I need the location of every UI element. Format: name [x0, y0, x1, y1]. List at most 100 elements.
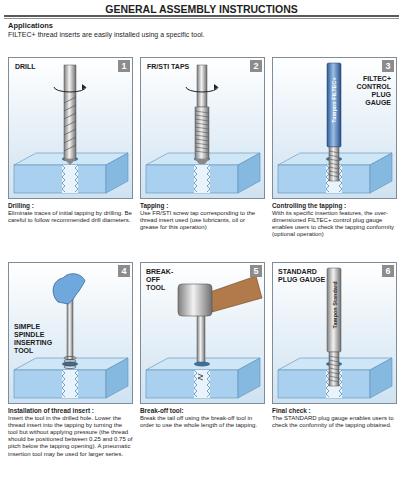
gauge-threads	[329, 151, 339, 153]
caption-heading: Drilling :	[8, 202, 133, 210]
callout-number: 1	[118, 60, 130, 72]
callout-number: 3	[382, 60, 394, 72]
tap-threads	[195, 139, 209, 141]
drill-flutes	[64, 105, 76, 111]
standard-gauge-illustration	[329, 352, 339, 386]
tap-threads	[195, 151, 209, 153]
drill-illustration	[54, 84, 86, 92]
inserting-tool-illustration	[14, 358, 128, 398]
caption-body: The STANDARD plug gauge enables users to…	[272, 415, 397, 429]
thread-insert-coil	[64, 356, 76, 368]
tap-illustration	[195, 159, 209, 164]
header-rule	[4, 18, 399, 19]
gauge-marking: Tampon Standard	[332, 281, 338, 328]
break-off-tool-illustration	[146, 276, 262, 398]
gauge-threads	[329, 151, 339, 177]
tool-label: FILTEC+ CONTROL PLUG GAUGE	[345, 75, 391, 107]
caption-heading: Controlling the tapping :	[272, 202, 397, 210]
tap-threads	[195, 111, 209, 153]
callout-number: 2	[250, 60, 262, 72]
standard-gauge-illustration	[327, 268, 341, 352]
gauge-threads	[329, 368, 339, 370]
gauge-threads	[329, 364, 339, 366]
tap-illustration	[146, 65, 260, 193]
thread-insert-coil	[64, 365, 76, 368]
panel-backgrounds	[272, 57, 397, 199]
panel-backgrounds	[140, 57, 265, 199]
drill-flutes	[64, 129, 76, 135]
gauge-threads	[329, 171, 339, 173]
page-title: GENERAL ASSEMBLY INSTRUCTIONS	[0, 3, 403, 15]
drill-illustration	[14, 65, 128, 193]
filtec-gauge-illustration	[329, 147, 339, 181]
tap-illustration	[197, 65, 207, 107]
drill-illustration	[14, 153, 128, 193]
tap-threads	[195, 147, 209, 149]
panel-backgrounds	[8, 262, 133, 404]
step-caption: Installation of thread insert :Insert th…	[8, 407, 133, 458]
drill-flutes	[64, 113, 76, 119]
section-heading: Applications	[8, 21, 53, 30]
header-rule	[4, 15, 399, 16]
panel-backgrounds	[140, 262, 265, 404]
tap-threads	[195, 119, 209, 121]
step-caption: Final check :The STANDARD plug gauge ena…	[272, 407, 397, 429]
break-off-tool-illustration	[178, 284, 212, 316]
drill-flutes	[64, 137, 76, 143]
gauge-threads	[329, 376, 339, 378]
caption-body: Insert the tool in the drilled hole. Low…	[8, 415, 133, 458]
caption-body: Eliminate traces of initial tapping by d…	[8, 210, 133, 224]
gauge-threads	[329, 356, 339, 358]
step-panel: DRILL 1	[8, 57, 133, 199]
drill-flutes	[64, 121, 76, 127]
step-panel: SIMPLE SPINDLE INSERTING TOOL 4	[8, 262, 133, 404]
gauge-threads	[329, 372, 339, 374]
callout-number: 6	[382, 265, 394, 277]
break-off-tool-illustration	[198, 374, 203, 380]
panel-backgrounds	[8, 57, 397, 404]
gauge-threads	[329, 163, 339, 165]
step-caption: Drilling :Eliminate traces of initial ta…	[8, 202, 133, 224]
gauge-threads	[329, 175, 339, 177]
drill-illustration	[64, 65, 76, 159]
break-off-tool-illustration	[210, 276, 262, 312]
tool-label: DRILL	[15, 63, 75, 71]
tap-threads	[195, 127, 209, 129]
step-caption: Break-off tool:Break the tail off using …	[140, 407, 265, 429]
standard-gauge-illustration	[278, 268, 392, 398]
tap-threads	[195, 143, 209, 145]
drill-flutes	[64, 97, 76, 103]
gauge-threads	[329, 159, 339, 161]
gauge-marking: Tampon FILTEC+	[331, 77, 337, 122]
tap-threads	[195, 131, 209, 133]
tap-illustration	[186, 84, 218, 92]
tool-label: SIMPLE SPINDLE INSERTING TOOL	[14, 323, 64, 355]
tap-threads	[195, 135, 209, 137]
tap-threads	[195, 115, 209, 117]
callout-number: 5	[250, 265, 262, 277]
panel-backgrounds	[272, 262, 397, 404]
panel-backgrounds	[8, 57, 133, 199]
gauge-threads	[329, 380, 339, 382]
break-off-tool-illustration	[197, 314, 205, 362]
caption-heading: Installation of thread insert :	[8, 407, 133, 415]
step-panel: FR/STI TAPS2	[140, 57, 265, 199]
callout-number: 4	[118, 265, 130, 277]
caption-heading: Break-off tool:	[140, 407, 265, 415]
caption-body: Use FR/STI screw tap corresponding to th…	[140, 210, 265, 232]
gauge-threads	[329, 167, 339, 169]
gauge-threads	[329, 155, 339, 157]
intro-text: FILTEC+ thread inserts are easily instal…	[8, 30, 398, 39]
filtec-gauge-illustration	[278, 63, 392, 193]
break-off-tool-illustration	[146, 358, 260, 398]
tool-label: BREAK-OFF TOOL	[146, 268, 180, 292]
caption-heading: Tapping :	[140, 202, 265, 210]
tool-label: STANDARD PLUG GAUGE	[278, 268, 326, 284]
step-panel: BREAK-OFF TOOL 5	[140, 262, 265, 404]
caption-body: Break the tail off using the break-off t…	[140, 415, 265, 429]
header-rule	[4, 16, 399, 19]
step-caption: Tapping :Use FR/STI screw tap correspond…	[140, 202, 265, 231]
tap-threads	[195, 123, 209, 125]
